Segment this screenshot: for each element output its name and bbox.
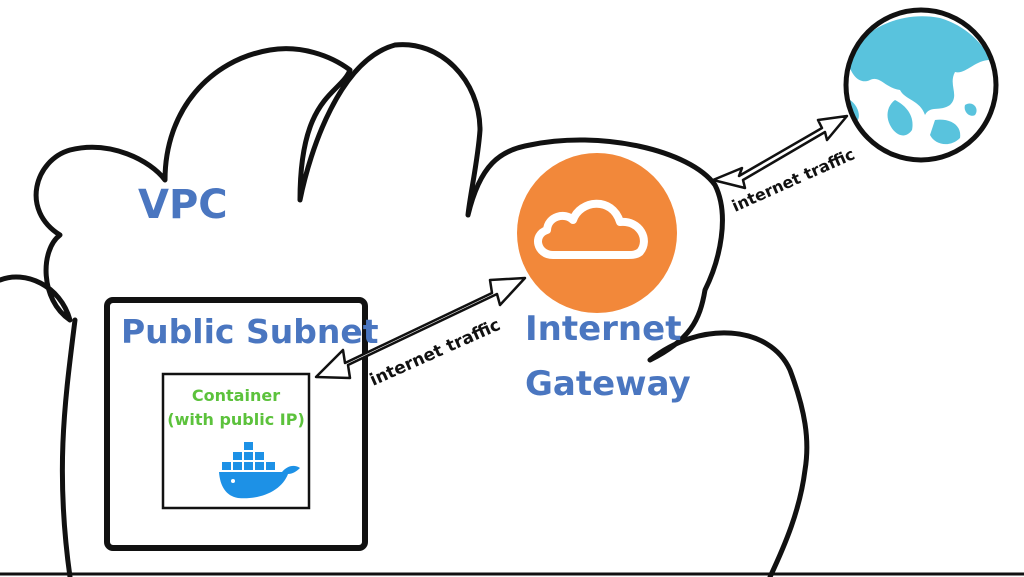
internet-gateway-label-line1: Internet [525,309,681,349]
traffic-arrow-subnet-gateway [314,276,527,380]
globe-icon [843,7,999,163]
traffic-arrow-gateway-globe [711,114,849,190]
public-subnet-label: Public Subnet [121,312,379,351]
vpc-cloud-outline-left-bottom [59,317,78,577]
internet-gateway-circle [517,153,677,313]
traffic-label-right: internet traffic [729,144,858,215]
vpc-label: VPC [138,182,228,228]
traffic-label-left: internet traffic [367,315,504,390]
internet-gateway-label-line2: Gateway [525,364,691,404]
docker-whale-icon [219,442,300,499]
container-label-line1: Container [192,386,280,405]
cloud-icon [534,199,648,259]
vpc-cloud-outline [0,42,810,577]
container-label-line2: (with public IP) [167,410,305,429]
